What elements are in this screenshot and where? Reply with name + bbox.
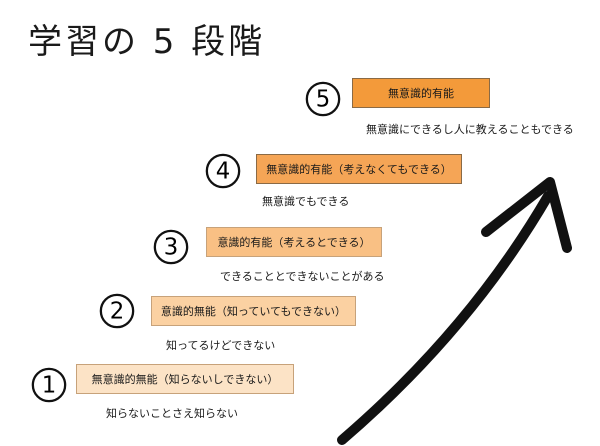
- stage-2-number: 2: [98, 292, 136, 330]
- stage-5-number: 5: [304, 80, 342, 118]
- stage-2-box: 意識的無能（知っていてもできない）: [151, 296, 356, 326]
- stage-1-number: 1: [30, 366, 68, 404]
- stage-1-box: 無意識的無能（知らないしできない）: [76, 364, 294, 394]
- stage-3-description: できることとできないことがある: [220, 270, 385, 283]
- stage-2-description: 知ってるけどできない: [166, 339, 276, 352]
- stage-4-description: 無意識でもできる: [262, 195, 350, 208]
- stage-4-box: 無意識的有能（考えなくてもできる）: [256, 154, 462, 184]
- stage-4-number: 4: [204, 152, 242, 190]
- svg-text:2: 2: [110, 299, 125, 325]
- stage-3-number: 3: [152, 228, 190, 266]
- svg-text:3: 3: [164, 235, 179, 261]
- svg-text:4: 4: [216, 159, 231, 185]
- svg-text:1: 1: [42, 373, 57, 399]
- stage-3-box: 意識的有能（考えるとできる）: [206, 227, 382, 257]
- stage-1-description: 知らないことさえ知らない: [106, 407, 238, 420]
- stage-5-description: 無意識にできるし人に教えることもできる: [366, 123, 574, 136]
- page-title: 学習の 5 段階: [28, 22, 266, 62]
- stage-5-box: 無意識的有能: [352, 78, 490, 108]
- svg-text:5: 5: [316, 87, 331, 113]
